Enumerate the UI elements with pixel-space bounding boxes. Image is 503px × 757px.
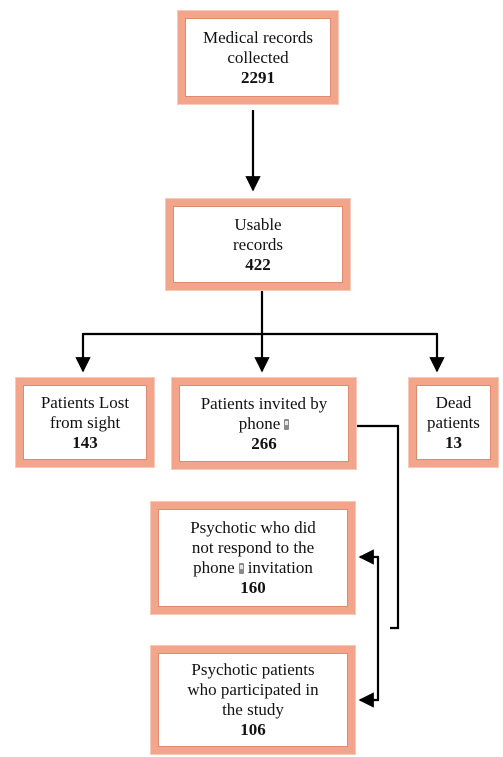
label: records xyxy=(232,234,284,254)
mobile-phone-icon xyxy=(238,563,244,574)
label: Dead xyxy=(435,392,472,412)
label-with-icon: phone invitation xyxy=(193,558,313,578)
box-usable-records: Usable records 422 xyxy=(166,199,350,290)
box-records-collected: Medical records collected 2291 xyxy=(178,11,338,104)
label: Medical records xyxy=(203,27,313,47)
count: 143 xyxy=(72,432,98,452)
label: phone xyxy=(193,558,235,577)
box-patients-lost: Patients Lost from sight 143 xyxy=(16,378,154,467)
label: Psychotic who did xyxy=(190,518,316,537)
box-participated: Psychotic patients who participated in t… xyxy=(151,646,355,754)
label: Patients invited by xyxy=(200,393,328,413)
label: Patients Lost xyxy=(40,392,130,412)
box-no-response: Psychotic who did not respond to the pho… xyxy=(151,502,355,614)
label: patients xyxy=(427,412,480,432)
label: phone xyxy=(238,413,281,433)
label: who participated in xyxy=(187,680,319,699)
connector-invited-right xyxy=(357,424,400,630)
mobile-phone-icon xyxy=(284,418,290,430)
count: 422 xyxy=(245,254,271,274)
label: collected xyxy=(227,47,289,67)
label-with-icon: phone xyxy=(239,414,290,434)
box-patients-invited: Patients invited by phone 266 xyxy=(172,378,356,469)
count: 106 xyxy=(240,720,266,739)
box-dead-patients: Dead patients 13 xyxy=(409,378,498,467)
count: 160 xyxy=(240,578,266,597)
label: from sight xyxy=(49,412,121,432)
label: the study xyxy=(222,700,284,719)
count: 266 xyxy=(251,433,277,453)
label: invitation xyxy=(247,558,313,577)
label: Psychotic patients xyxy=(191,660,315,679)
count: 2291 xyxy=(241,67,275,87)
count: 13 xyxy=(445,432,462,452)
label: Usable xyxy=(234,214,282,234)
label: not respond to the xyxy=(191,538,315,557)
